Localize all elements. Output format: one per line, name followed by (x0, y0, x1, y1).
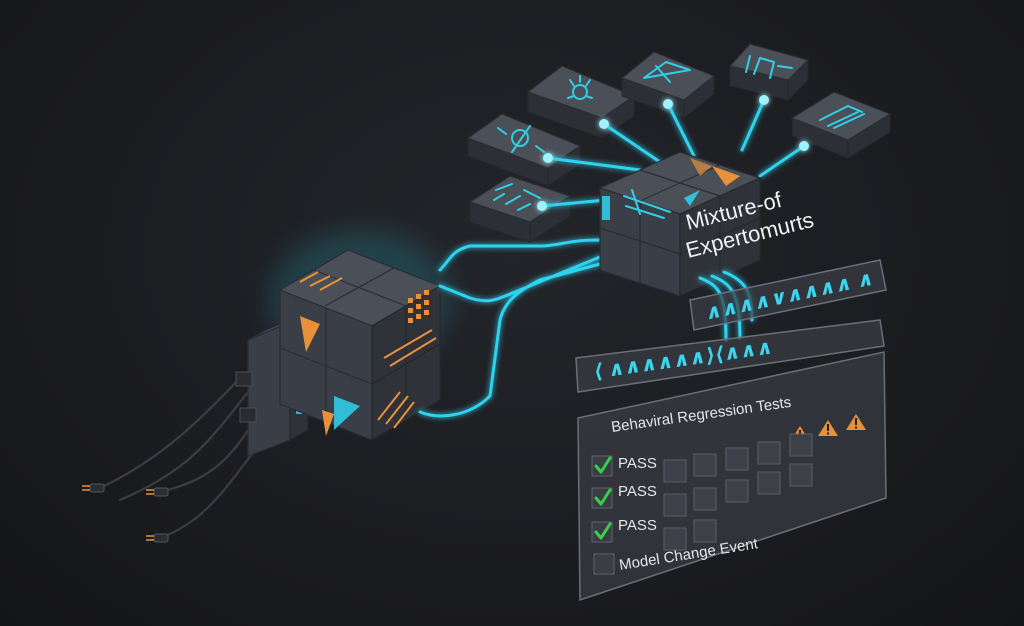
test-cell (725, 447, 749, 471)
expert-tile-4 (728, 43, 810, 102)
pass-label: PASS (618, 455, 657, 472)
test-cell (693, 453, 717, 477)
model-cube (278, 249, 442, 442)
test-row-3: PASS (591, 517, 657, 543)
test-row-2: PASS (591, 483, 657, 509)
expert-tile-2 (526, 65, 636, 139)
test-cell (663, 459, 687, 483)
check-icon (594, 456, 612, 474)
bracket-circuit-icon (819, 105, 865, 129)
expert-connectors (537, 95, 809, 211)
wire-upper (438, 238, 602, 272)
test-cell (789, 433, 813, 457)
test-grid (663, 433, 813, 551)
check-icon (594, 488, 612, 506)
wire-middle (438, 250, 614, 303)
plug-2 (146, 487, 169, 497)
moe-circuit-icon (623, 189, 671, 219)
pass-label: PASS (618, 483, 657, 500)
cube-led-grid (408, 290, 429, 323)
test-cell (725, 479, 749, 503)
plug-3 (146, 533, 169, 543)
test-row-1: PASS (591, 455, 657, 477)
test-cell (663, 493, 687, 517)
test-cell (693, 519, 717, 543)
moe-block: Mixture-of Expertomurts (598, 151, 816, 297)
expert-tile-5 (790, 91, 892, 159)
wire-lower (418, 254, 632, 418)
plug-1 (82, 483, 105, 493)
test-cell (663, 527, 687, 551)
gear-hub-icon (567, 75, 593, 100)
test-cell (693, 487, 717, 511)
grid-blocks-icon (745, 55, 793, 79)
expert-tile-1 (466, 113, 582, 187)
pattern-panel-middle: ⟨ ∧∧∧∧∧∧⟩⟨∧∧∧ (575, 319, 885, 393)
triangle-mesh-icon (643, 61, 691, 83)
warning-icon (846, 414, 866, 430)
test-cell (789, 463, 813, 487)
brain-circuit-icon (497, 125, 545, 153)
regression-tests-panel: Behaviral Regression Tests (577, 351, 887, 602)
warning-icon (818, 420, 838, 436)
event-checkbox[interactable] (593, 553, 615, 575)
test-cell (757, 471, 781, 495)
test-cell (757, 441, 781, 465)
code-grid-icon (493, 183, 541, 211)
check-icon (594, 522, 612, 540)
pass-label: PASS (618, 517, 657, 534)
power-cables (82, 376, 268, 543)
expert-tile-6 (468, 175, 572, 243)
